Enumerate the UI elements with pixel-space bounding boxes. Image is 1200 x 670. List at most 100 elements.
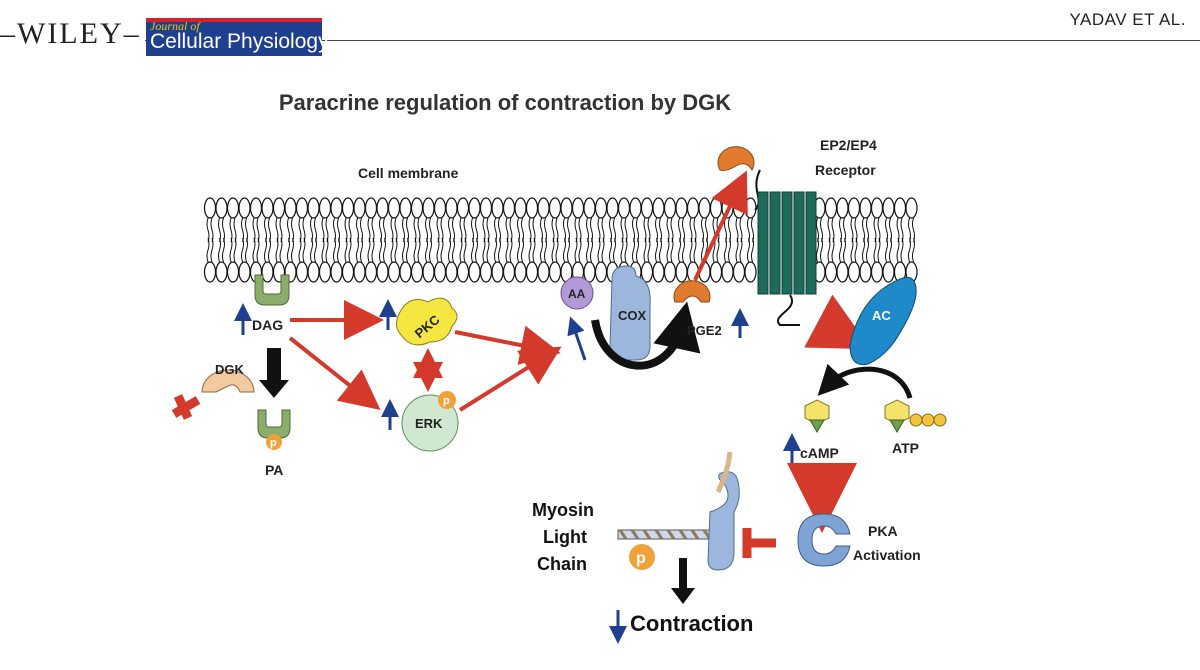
aa-label: AA: [568, 287, 586, 301]
lipid-tail: [218, 217, 225, 243]
lipid-head: [295, 197, 309, 219]
pge2-to-receptor-arrow: [693, 170, 748, 281]
lipid-tail: [333, 217, 340, 243]
atp-molecule: [884, 399, 947, 433]
lipid-head: [836, 261, 849, 283]
lipid-head: [698, 197, 711, 219]
lipid-tail: [908, 237, 915, 263]
lipid-head: [491, 261, 504, 283]
dgk-inhibition-mark: [171, 394, 201, 420]
lipid-tail: [816, 237, 823, 263]
lipid-head: [387, 261, 401, 283]
lipid-tail: [827, 237, 835, 263]
lipid-tail: [908, 217, 915, 243]
pge2-label: PGE2: [687, 323, 722, 338]
lipid-head: [295, 261, 309, 283]
lipid-head: [652, 197, 665, 219]
lipid-tail: [540, 237, 547, 263]
journal-logo-strip: [146, 18, 322, 22]
lipid-head: [905, 197, 918, 219]
lipid-head: [468, 197, 481, 219]
lipid-head: [514, 197, 527, 219]
lipid-tail: [517, 237, 524, 263]
lipid-head: [353, 197, 366, 219]
lipid-tail: [264, 217, 271, 243]
pa-phospho-circle: [266, 434, 282, 450]
lipid-tail: [862, 237, 869, 263]
myosin-label-line2: Light: [543, 527, 587, 547]
lipid-tail: [632, 217, 639, 243]
lipid-head: [353, 261, 366, 283]
lipid-head: [399, 197, 412, 219]
aa-up-arrow: [567, 316, 587, 361]
lipid-tail: [885, 237, 892, 263]
lipid-head: [387, 197, 401, 219]
lipid-head: [675, 261, 688, 283]
contraction-label: Contraction: [630, 611, 753, 636]
lipid-tail: [620, 237, 628, 263]
lipid-tail: [310, 217, 317, 243]
lipid-tail: [839, 237, 846, 263]
aa-shape: [560, 276, 594, 310]
lipid-tail: [367, 237, 375, 263]
lipid-tail: [643, 217, 651, 243]
lipid-tail: [459, 217, 467, 243]
lipid-tail: [298, 217, 306, 243]
lipid-head: [410, 197, 424, 219]
lipid-tail: [275, 217, 283, 243]
lipid-head: [479, 197, 493, 219]
lipid-tail: [678, 217, 685, 243]
lipid-tail: [471, 217, 478, 243]
lipid-tail: [873, 237, 881, 263]
lipid-tail: [241, 217, 248, 243]
lipid-head: [491, 197, 504, 219]
receptor-label-line1: EP2/EP4: [820, 137, 877, 153]
lipid-tail: [816, 217, 823, 243]
lipid-head: [445, 261, 458, 283]
lipid-tail: [344, 217, 352, 243]
lipid-tail: [367, 217, 375, 243]
lipid-head: [560, 197, 573, 219]
lipid-tail: [850, 217, 858, 243]
aa-to-pge2-curved-arrow: [591, 301, 701, 370]
lipid-head: [709, 261, 723, 283]
lipid-head: [502, 197, 516, 219]
lipid-tail: [643, 237, 651, 263]
lipid-head: [847, 197, 861, 219]
lipid-head: [261, 197, 274, 219]
lipid-tail: [425, 237, 432, 263]
lipid-tail: [310, 237, 317, 263]
cox-label: COX: [618, 308, 647, 323]
lipid-head: [376, 197, 389, 219]
lipid-tail: [609, 217, 616, 243]
lipid-head: [284, 197, 297, 219]
lipid-tail: [448, 237, 455, 263]
lipid-tail: [689, 237, 697, 263]
lipid-head: [847, 261, 861, 283]
lipid-tail: [229, 237, 237, 263]
lipid-head: [686, 197, 700, 219]
ac-label: AC: [872, 308, 891, 323]
lipid-tail: [609, 237, 616, 263]
lipid-head: [330, 197, 343, 219]
lipid-tail: [321, 237, 329, 263]
lipid-head: [675, 197, 688, 219]
publisher-logo: –WILEY–: [0, 18, 145, 50]
lipid-tail: [896, 217, 904, 243]
lipid-head: [629, 197, 642, 219]
lipid-tail: [586, 217, 593, 243]
dgk-label: DGK: [215, 362, 245, 377]
lipid-tail: [482, 237, 490, 263]
ep2-ep4-receptor: [754, 169, 817, 326]
pka-inhibition-mark: [742, 528, 776, 558]
lipid-tail: [586, 237, 593, 263]
lipid-tail: [827, 217, 835, 243]
lipid-tail: [390, 217, 398, 243]
journal-logo: Journal of Cellular Physiology: [146, 18, 329, 56]
lipid-tail: [563, 237, 570, 263]
erk-phospho-circle: [438, 391, 456, 409]
dag-label: DAG: [252, 317, 283, 333]
lipid-tail: [482, 217, 490, 243]
lipid-tail: [344, 237, 352, 263]
lipid-tail: [459, 237, 467, 263]
